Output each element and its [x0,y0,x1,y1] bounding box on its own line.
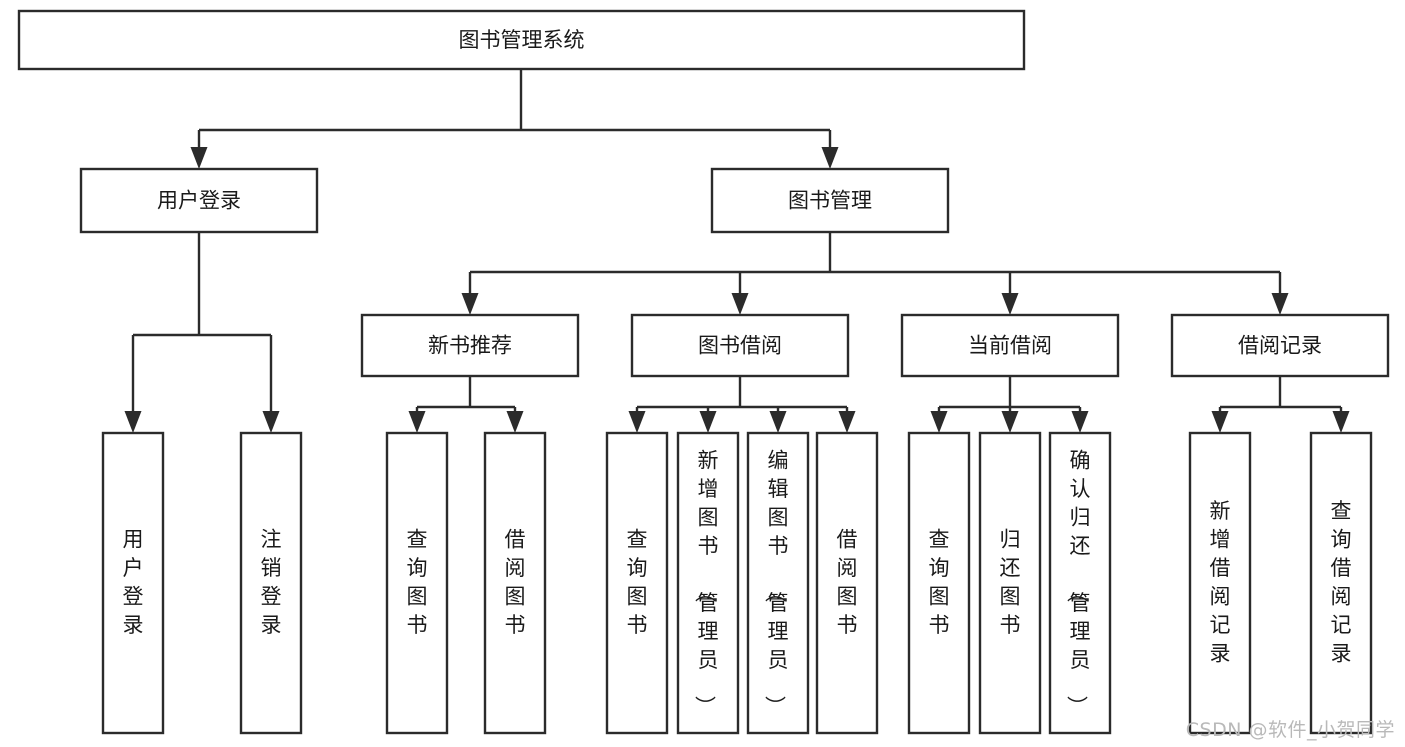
node-leaf-borrow-book-2[interactable]: 借阅图书 [815,431,879,735]
node-label-new-book-recommend: 新书推荐 [428,334,512,358]
node-label-user-login: 用户登录 [157,189,241,213]
connectors-layer [124,69,1350,433]
node-label-current-borrow: 当前借阅 [968,334,1052,358]
node-leaf-borrow-book-1[interactable]: 借阅图书 [483,431,547,735]
node-label-book-borrow: 图书借阅 [698,334,782,358]
node-label-leaf-add-borrow-record: 新增借阅记录 [1210,499,1231,666]
node-leaf-query-book-1[interactable]: 查询图书 [385,431,449,735]
node-book-management[interactable]: 图书管理 [710,167,950,234]
connector-c-bookmgmt-to-level3 [461,232,1289,315]
node-leaf-query-book-2[interactable]: 查询图书 [605,431,669,735]
node-user-login[interactable]: 用户登录 [79,167,319,234]
node-new-book-recommend[interactable]: 新书推荐 [360,313,580,378]
node-root[interactable]: 图书管理系统 [17,9,1026,71]
node-label-leaf-query-book-1: 查询图书 [407,528,428,638]
node-leaf-edit-book[interactable]: 编辑图书（管理员） [746,431,810,735]
node-label-leaf-borrow-book-1: 借阅图书 [505,528,526,638]
node-current-borrow[interactable]: 当前借阅 [900,313,1120,378]
node-leaf-add-borrow-record[interactable]: 新增借阅记录 [1188,431,1252,735]
node-label-book-management: 图书管理 [788,189,872,213]
node-label-leaf-confirm-return: 确认归还（管理员） [1065,449,1091,717]
node-leaf-add-book[interactable]: 新增图书（管理员） [676,431,740,735]
node-leaf-user-login[interactable]: 用户登录 [101,431,165,735]
connector-c-current-to-leaves [930,376,1089,433]
nodes-layer: 图书管理系统用户登录图书管理新书推荐图书借阅当前借阅借阅记录用户登录注销登录查询… [17,9,1390,735]
connector-c-root-to-level2 [190,69,839,169]
node-label-leaf-query-borrow-record: 查询借阅记录 [1331,499,1352,666]
node-label-leaf-query-book-3: 查询图书 [929,528,950,638]
connector-c-user-login-to-leaves [124,232,280,433]
node-label-borrow-record: 借阅记录 [1238,334,1322,358]
connector-c-borrow-to-leaves [628,376,856,433]
connector-c-newbook-to-leaves [408,376,524,433]
node-label-leaf-return-book: 归还图书 [1000,528,1021,638]
node-leaf-return-book[interactable]: 归还图书 [978,431,1042,735]
node-label-leaf-logout: 注销登录 [261,528,282,638]
node-label-leaf-borrow-book-2: 借阅图书 [837,528,858,638]
node-label-root: 图书管理系统 [459,28,585,52]
node-leaf-query-borrow-record[interactable]: 查询借阅记录 [1309,431,1373,735]
node-leaf-confirm-return[interactable]: 确认归还（管理员） [1048,431,1112,735]
node-label-leaf-user-login: 用户登录 [123,528,144,638]
node-borrow-record[interactable]: 借阅记录 [1170,313,1390,378]
csdn-watermark: CSDN @软件_小贺同学 [1185,719,1395,741]
node-book-borrow[interactable]: 图书借阅 [630,313,850,378]
node-leaf-query-book-3[interactable]: 查询图书 [907,431,971,735]
node-leaf-logout[interactable]: 注销登录 [239,431,303,735]
node-label-leaf-edit-book: 编辑图书（管理员） [763,449,789,717]
node-label-leaf-add-book: 新增图书（管理员） [693,449,719,717]
node-label-leaf-query-book-2: 查询图书 [627,528,648,638]
connector-c-record-to-leaves [1211,376,1350,433]
